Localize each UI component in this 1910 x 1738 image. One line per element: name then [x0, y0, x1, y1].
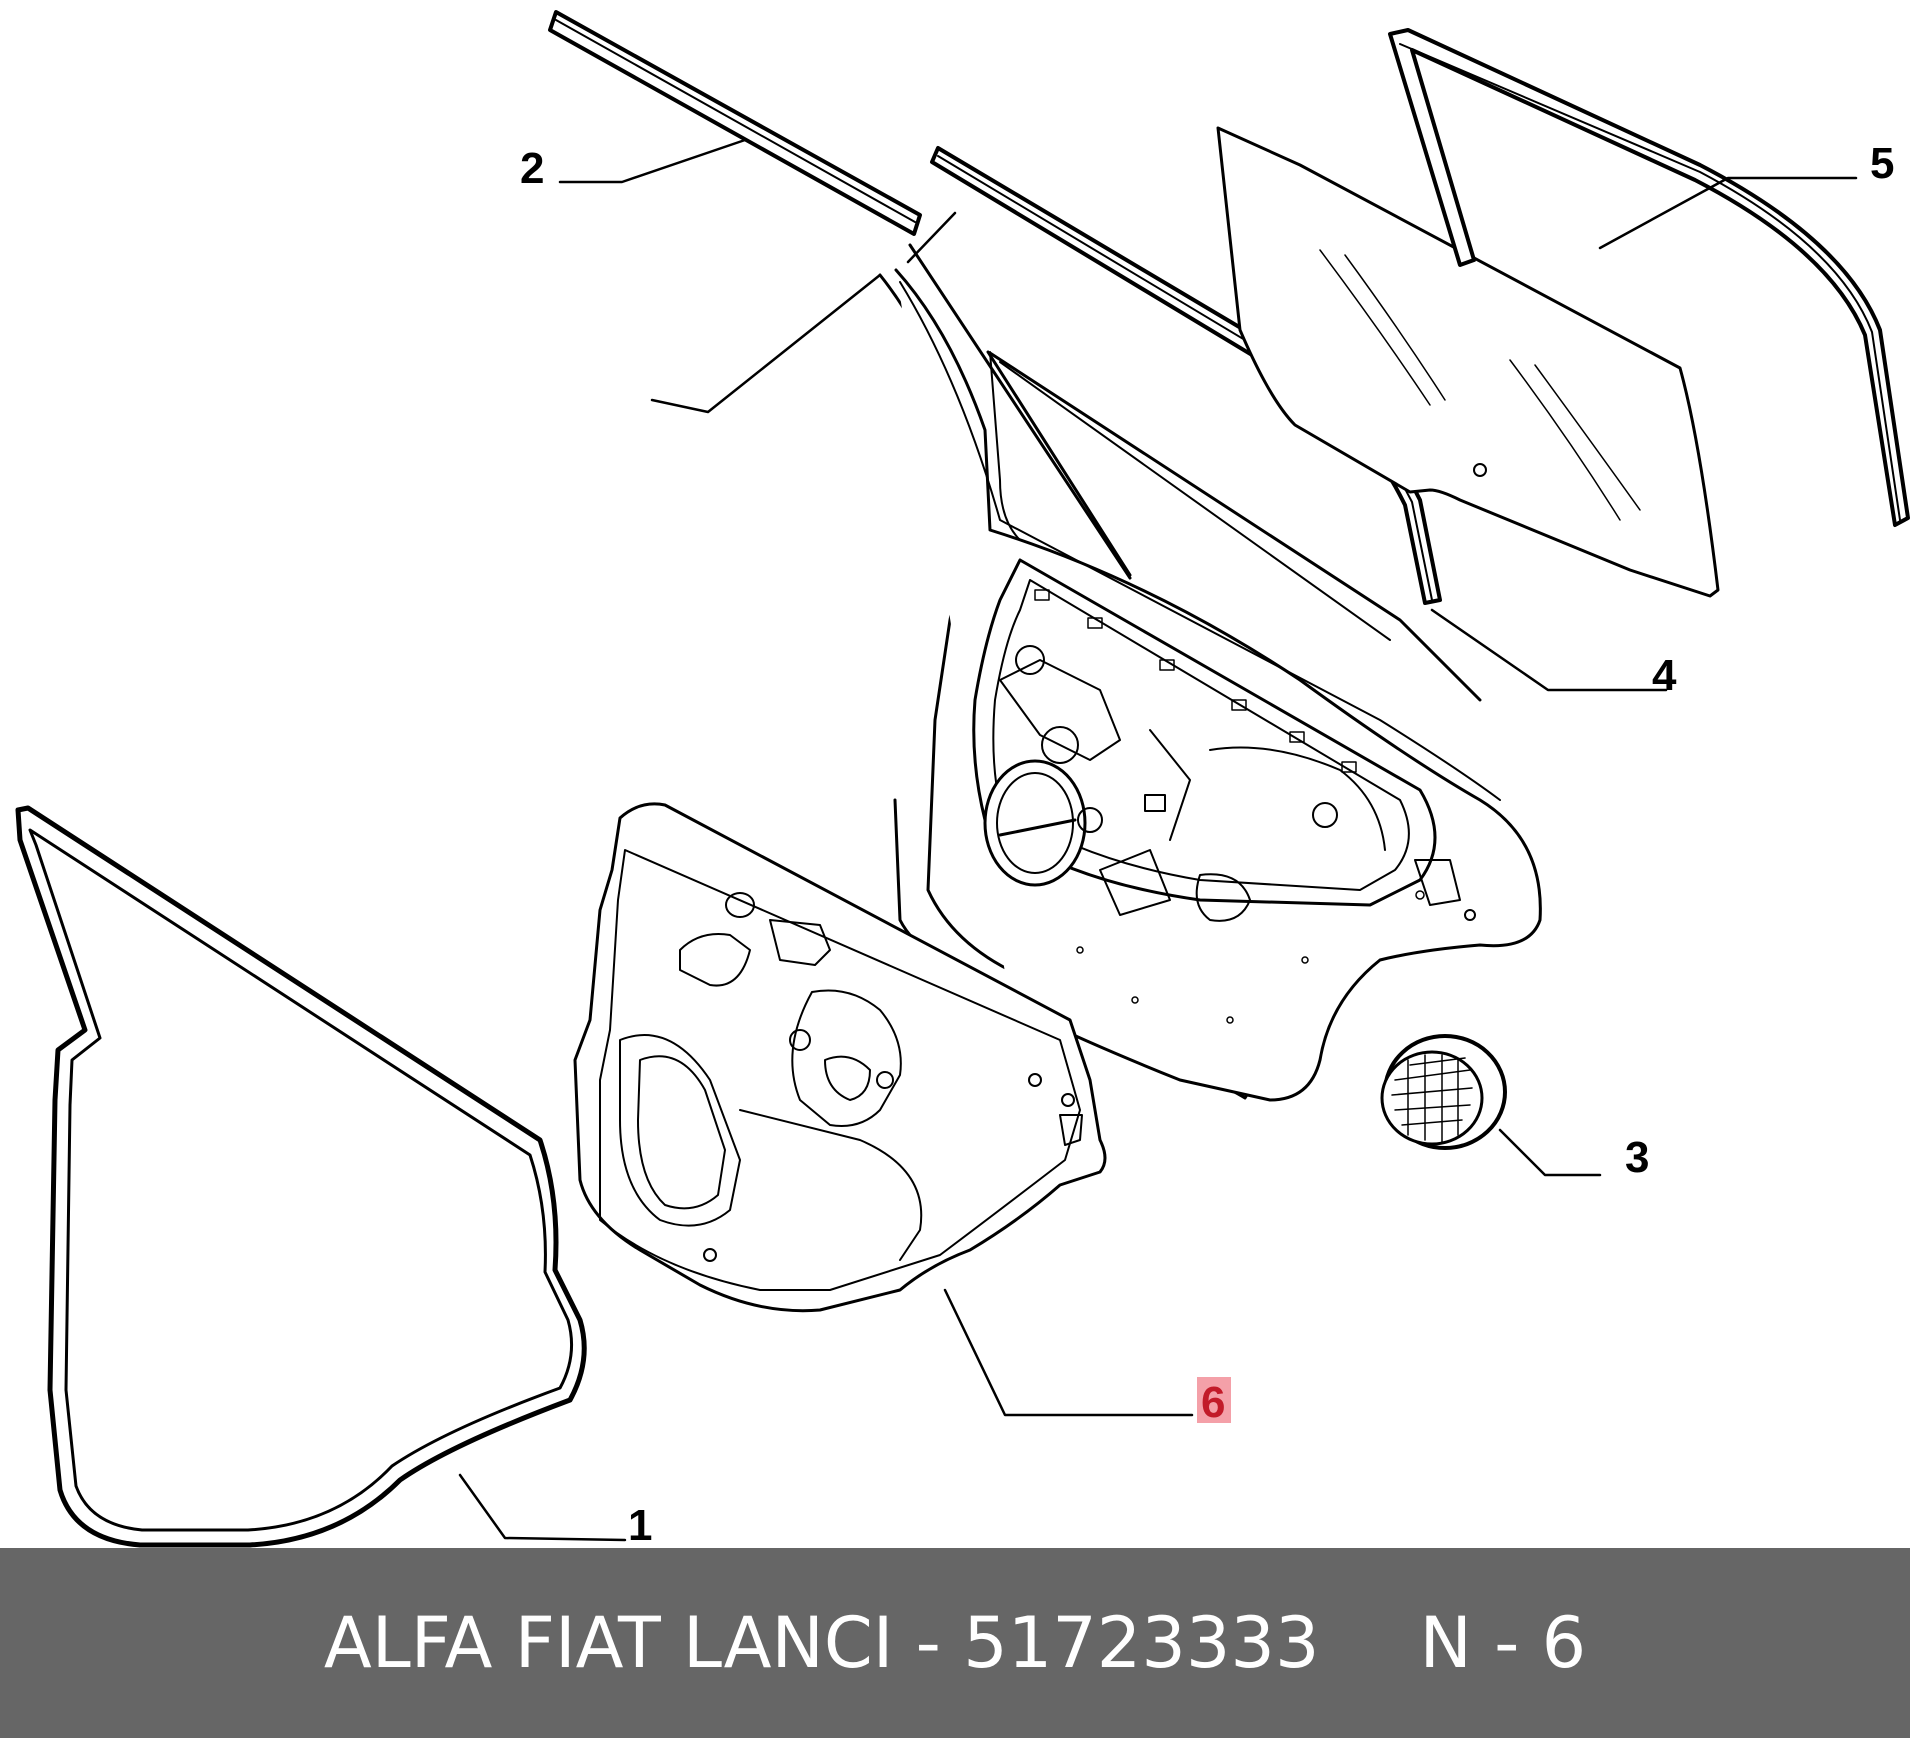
trim-sheet-part	[573, 802, 1107, 1313]
plug-part	[1380, 1034, 1507, 1150]
door-shell-part	[878, 243, 1542, 1102]
callout-3[interactable]: 3	[1625, 1133, 1649, 1182]
callout-2[interactable]: 2	[520, 144, 544, 193]
callout-6-highlight	[1197, 1377, 1231, 1423]
footer-title: ALFA FIAT LANCI - 51723333	[323, 1602, 1320, 1684]
belt-strip-part	[548, 10, 922, 236]
callout-4[interactable]: 4	[1652, 651, 1677, 700]
callout-5[interactable]: 5	[1870, 139, 1894, 188]
outer-glass-channel-part	[1388, 28, 1910, 527]
footer-ref: N - 6	[1419, 1602, 1587, 1684]
part-number-footer: ALFA FIAT LANCI - 51723333 N - 6	[0, 1548, 1910, 1738]
window-glass-part	[1216, 126, 1720, 598]
door-seal-part	[15, 805, 587, 1548]
callout-1[interactable]: 1	[628, 1501, 652, 1548]
callout-6[interactable]: 6	[1201, 1378, 1225, 1427]
parts-diagram: 2 5 4 3 6 1	[15, 10, 1910, 1548]
leader-lines	[458, 138, 1858, 1542]
